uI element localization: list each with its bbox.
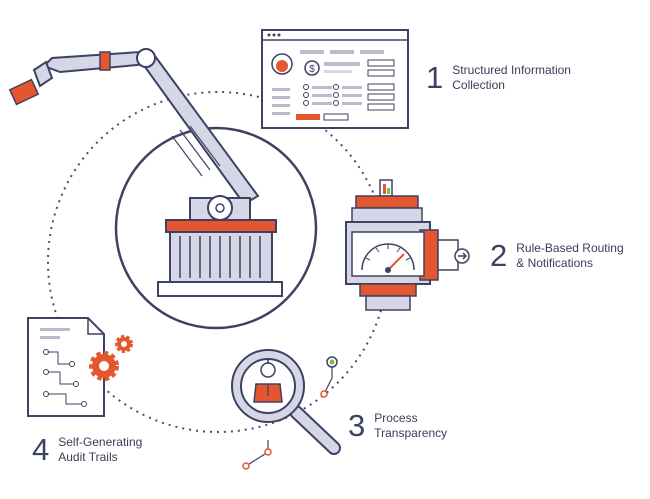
robot-arm-icon [8,48,318,330]
step-1: 1 Structured Information Collection [426,62,571,93]
step-label: Process Transparency [374,410,448,440]
gear-icon [89,351,119,381]
step-3: 3 Process Transparency [348,410,447,441]
document-gears-icon [27,317,133,417]
currency-symbol: $ [309,64,315,75]
step-label: Rule-Based Routing & Notifications [516,240,624,270]
magnifier-person-icon [231,349,341,470]
gauge-meter-icon [345,179,470,311]
step-label: Structured Information Collection [452,62,571,92]
step-2: 2 Rule-Based Routing & Notifications [490,240,624,271]
form-window-icon: $ [261,29,409,129]
step-number: 3 [348,408,366,443]
step-number: 2 [490,238,508,273]
step-number: 4 [32,432,50,467]
step-number: 1 [426,60,444,95]
step-4: 4 Self-Generating Audit Trails [32,434,142,465]
step-label: Self-Generating Audit Trails [58,434,143,464]
gear-icon [115,335,133,353]
